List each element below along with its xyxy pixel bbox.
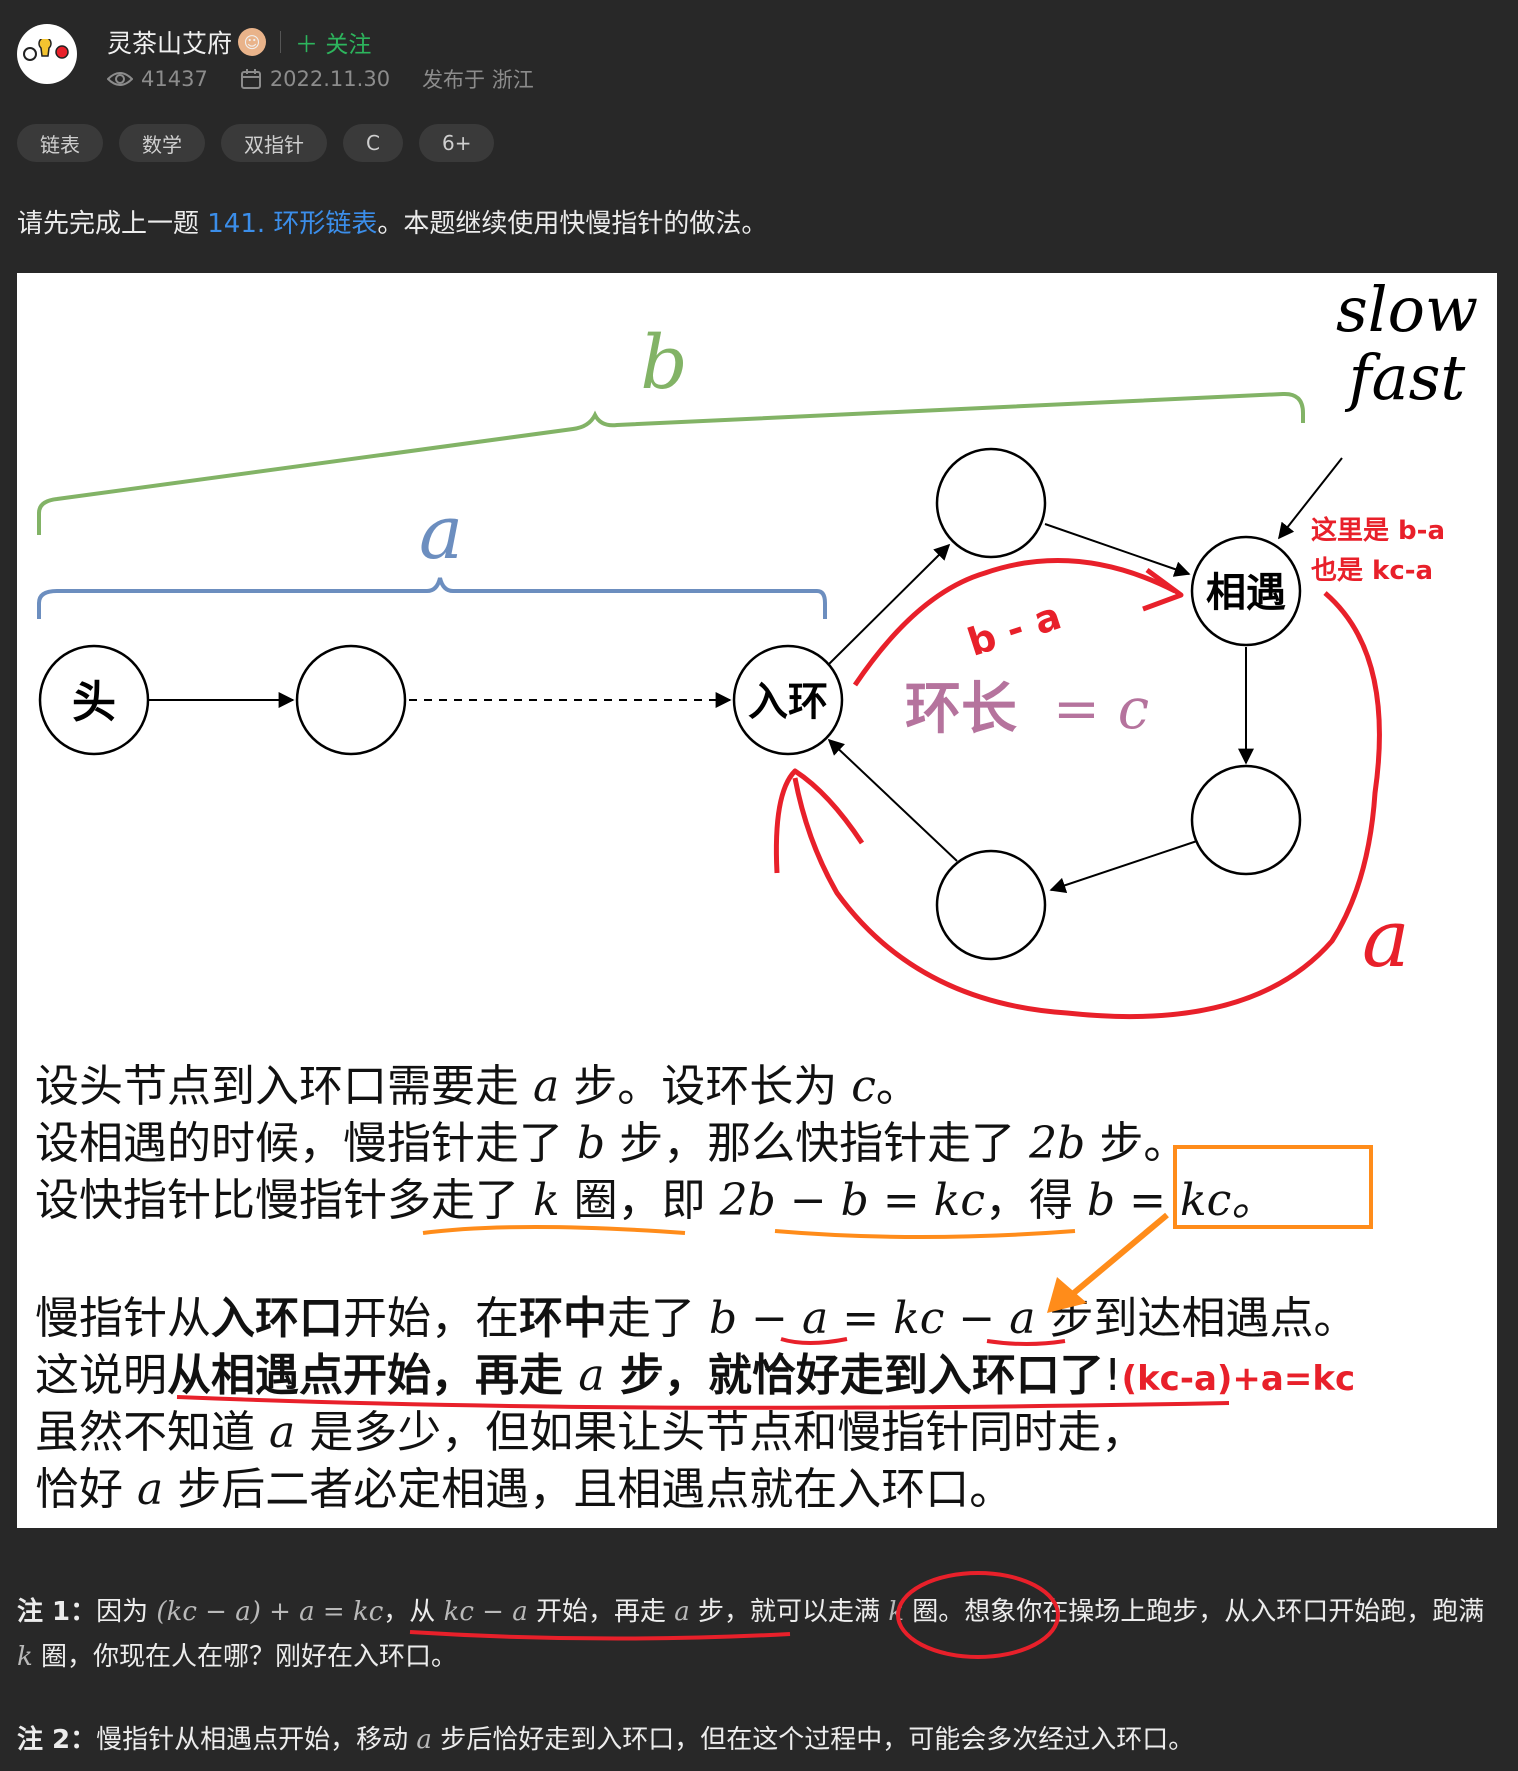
follow-label: 关注	[325, 32, 372, 58]
red-label-a: a	[1362, 892, 1410, 985]
eye-icon	[107, 72, 133, 86]
math-expr: a	[416, 1725, 432, 1755]
explain-line-6: 虽然不知道 a 是多少，但如果让头节点和慢指针同时走，	[35, 1407, 1145, 1458]
view-count: 41437	[141, 67, 208, 91]
node	[935, 849, 1047, 961]
orange-box	[1173, 1145, 1373, 1229]
red-loop-a	[792, 591, 1382, 1020]
node-head-label: 头	[72, 677, 116, 728]
node-head	[38, 644, 150, 756]
tag-chip[interactable]: 链表	[17, 124, 103, 162]
node	[935, 447, 1047, 559]
note-text: 因为	[96, 1597, 157, 1627]
explain-line-7: 恰好 a 步后二者必定相遇，且相遇点就在入环口。	[35, 1464, 1013, 1515]
red-label-b-minus-a: b - a	[962, 594, 1066, 665]
explain-line-1: 设头节点到入环口需要走 a 步。设环长为 c。	[35, 1061, 920, 1112]
tag-chip[interactable]: C	[343, 124, 403, 162]
edge-arrow	[827, 738, 958, 862]
note-1-label: 注 1：	[17, 1597, 97, 1627]
red-underline	[780, 1337, 848, 1345]
node-meet	[1190, 535, 1302, 647]
node	[1190, 764, 1302, 876]
post-date: 2022.11.30	[269, 67, 391, 91]
explain-line-4: 慢指针从入环口开始，在环中走了 b − a = kc − a 步到达相遇点。	[35, 1293, 1357, 1344]
plus-icon: ＋	[295, 32, 319, 58]
note-2-label: 注 2：	[17, 1725, 97, 1755]
label-fast: fast	[1345, 341, 1466, 414]
orange-underline	[422, 1225, 686, 1235]
label-b: b	[640, 320, 687, 406]
diagram-canvas: b a 头 入环 相遇 slow fast 这里是 b-a 也是 kc-a	[35, 273, 1478, 1515]
explain-line-3: 设快指针比慢指针多走了 k 圈，即 2b − b = kc，得 b = kc。	[35, 1175, 1275, 1226]
post-meta: 41437 2022.11.30 发布于 浙江	[107, 64, 534, 94]
explain-line-2: 设相遇的时候，慢指针走了 b 步，那么快指针走了 2b 步。	[35, 1118, 1187, 1169]
node-meet-label: 相遇	[1206, 570, 1286, 616]
note-text: ，从	[383, 1597, 444, 1627]
orange-arrow	[1067, 1212, 1169, 1300]
brace-a	[37, 577, 827, 619]
calendar-icon	[240, 69, 261, 89]
post-location: 发布于 浙江	[422, 68, 534, 92]
author-avatar[interactable]	[17, 24, 77, 84]
tag-list: 链表 数学 双指针 C 6+	[17, 124, 495, 162]
math-expr: k	[888, 1597, 905, 1627]
red-underline	[986, 1339, 1066, 1346]
cycle-length-label: 环长	[905, 677, 1017, 742]
node-entry-label: 入环	[748, 679, 828, 725]
math-expr: (kc − a) + a = kc	[156, 1597, 384, 1627]
red-note-line: 也是 kc-a	[1311, 556, 1433, 586]
note-text: 步，就可以走满	[689, 1597, 889, 1627]
explanation-figure: b a 头 入环 相遇 slow fast 这里是 b-a 也是 kc-a	[17, 273, 1497, 1528]
node	[295, 644, 407, 756]
orange-underline	[774, 1229, 1076, 1239]
follow-button[interactable]: ＋ 关注	[295, 25, 371, 59]
brace-b	[37, 391, 1305, 535]
explain-line-5: 这说明从相遇点开始，再走 a 步，就恰好走到入环口了!(kc-a)+a=kc	[35, 1350, 1355, 1401]
note-text: 慢指针从相遇点开始，移动	[96, 1725, 417, 1755]
label-slow: slow	[1336, 273, 1478, 346]
author-row: 灵茶山艾府 ☺ ＋ 关注	[107, 24, 371, 60]
edge-arrow	[1044, 523, 1191, 577]
label-a: a	[419, 490, 463, 576]
orange-arrowhead	[1047, 1277, 1087, 1313]
tag-chip[interactable]: 双指针	[221, 124, 327, 162]
red-arrowhead	[773, 768, 865, 874]
avatar-logo-icon	[23, 39, 69, 61]
intro-text: 请先完成上一题	[17, 209, 208, 239]
note-text: 圈。想象你在操场上跑步，从入环口开始跑，跑满	[904, 1597, 1485, 1627]
math-expr: k	[17, 1642, 33, 1672]
note-text: 开始，再走	[527, 1597, 675, 1627]
red-arc-b-minus-a	[852, 558, 1177, 687]
tag-more-chip[interactable]: 6+	[418, 124, 495, 162]
math-expr: a	[674, 1597, 690, 1627]
red-note-line: 这里是 b-a	[1311, 515, 1445, 546]
tag-chip[interactable]: 数学	[119, 124, 205, 162]
problem-link[interactable]: 141. 环形链表	[207, 209, 378, 239]
red-underline	[176, 1395, 1230, 1410]
author-name[interactable]: 灵茶山艾府	[107, 29, 233, 58]
pointer-arrow	[1278, 457, 1343, 540]
edge-arrow	[1049, 839, 1201, 894]
divider	[280, 31, 282, 53]
author-badge-icon: ☺	[238, 28, 267, 56]
math-expr: kc − a	[443, 1597, 528, 1627]
note-text: 圈，你现在人在哪？刚好在入环口。	[32, 1642, 458, 1672]
note-text: 步后恰好走到入环口，但在这个过程中，可能会多次经过入环口。	[431, 1725, 1195, 1755]
red-arrowhead	[1142, 567, 1184, 612]
edge-arrow	[828, 543, 951, 665]
note-1: 注 1：因为 (kc − a) + a = kc，从 kc − a 开始，再走 …	[17, 1590, 1501, 1680]
cycle-length-eq: = c	[1053, 677, 1149, 742]
intro-paragraph: 请先完成上一题 141. 环形链表。本题继续使用快慢指针的做法。	[17, 203, 767, 240]
note-2: 注 2：慢指针从相遇点开始，移动 a 步后恰好走到入环口，但在这个过程中，可能会…	[17, 1718, 1501, 1763]
intro-text: 。本题继续使用快慢指针的做法。	[377, 209, 768, 239]
node-entry	[732, 644, 844, 756]
